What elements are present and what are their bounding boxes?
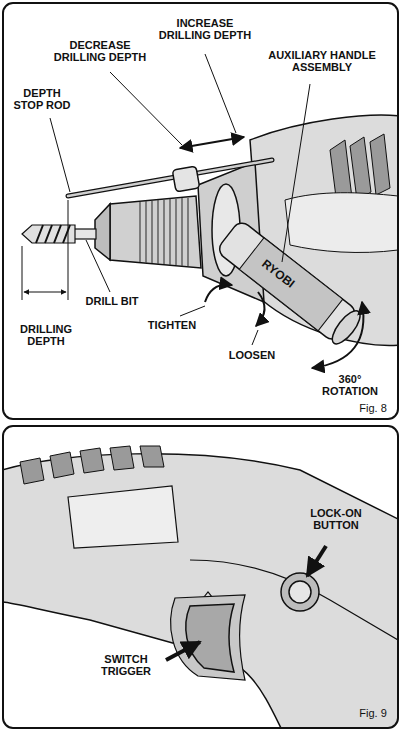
- adjust-label: INCREASE DRILLING DEPTH: [152, 18, 258, 42]
- rod-clamp: [172, 166, 199, 192]
- handle-shaft: [216, 219, 359, 343]
- lock-on-button-ring: [281, 573, 319, 611]
- panel-border: [3, 3, 398, 419]
- rotation-arrow: [312, 302, 363, 368]
- figure-number: Fig. 9: [348, 708, 398, 720]
- chuck-body: [110, 196, 201, 268]
- trigger-housing: [171, 595, 245, 680]
- figure-number: Fig. 8: [348, 403, 398, 415]
- dimension-label: DRILLING DEPTH: [9, 324, 83, 348]
- part-label: LOCK-ON BUTTON: [299, 508, 373, 532]
- depth-stop-rod: [68, 160, 272, 196]
- part-label: AUXILIARY HANDLE ASSEMBLY: [258, 50, 386, 74]
- chuck-nose: [95, 204, 110, 260]
- dimension-extension: [22, 200, 68, 300]
- bit-shank: [74, 229, 96, 239]
- part-label: SWITCH TRIGGER: [89, 654, 163, 678]
- action-label: 360° ROTATION: [313, 374, 387, 398]
- trigger-arrow: [166, 642, 200, 660]
- handle-end: [328, 307, 365, 348]
- bit-spiral: [36, 225, 70, 243]
- vent-slots: [20, 446, 164, 484]
- action-label: LOOSEN: [212, 350, 292, 362]
- tighten-arrow: [205, 285, 232, 302]
- panel-border: [3, 426, 398, 728]
- leader-lines: [50, 54, 310, 345]
- lock-on-button: [289, 581, 311, 603]
- handle-body: [3, 454, 398, 728]
- auxiliary-handle: [216, 219, 365, 348]
- dimension-arrow: [24, 291, 66, 292]
- loosen-arrow: [256, 292, 265, 326]
- chuck-knurl: [140, 198, 188, 266]
- switch-trigger: [186, 604, 234, 672]
- action-label: TIGHTEN: [132, 320, 212, 332]
- depth-adjust-arrow: [180, 137, 244, 148]
- drill-handle-closeup: [3, 446, 398, 728]
- bit-flute: [22, 225, 75, 243]
- depth-stop-rod-core: [68, 160, 272, 196]
- part-label: DRILL BIT: [72, 296, 152, 308]
- body-panel: [285, 193, 398, 253]
- label-panel: [68, 486, 178, 548]
- lock-on-arrow: [307, 546, 326, 576]
- handle-grip: [239, 238, 342, 331]
- drill-top-view: [22, 54, 398, 368]
- adjust-label: DECREASE DRILLING DEPTH: [47, 40, 153, 64]
- part-label: DEPTH STOP ROD: [8, 88, 76, 112]
